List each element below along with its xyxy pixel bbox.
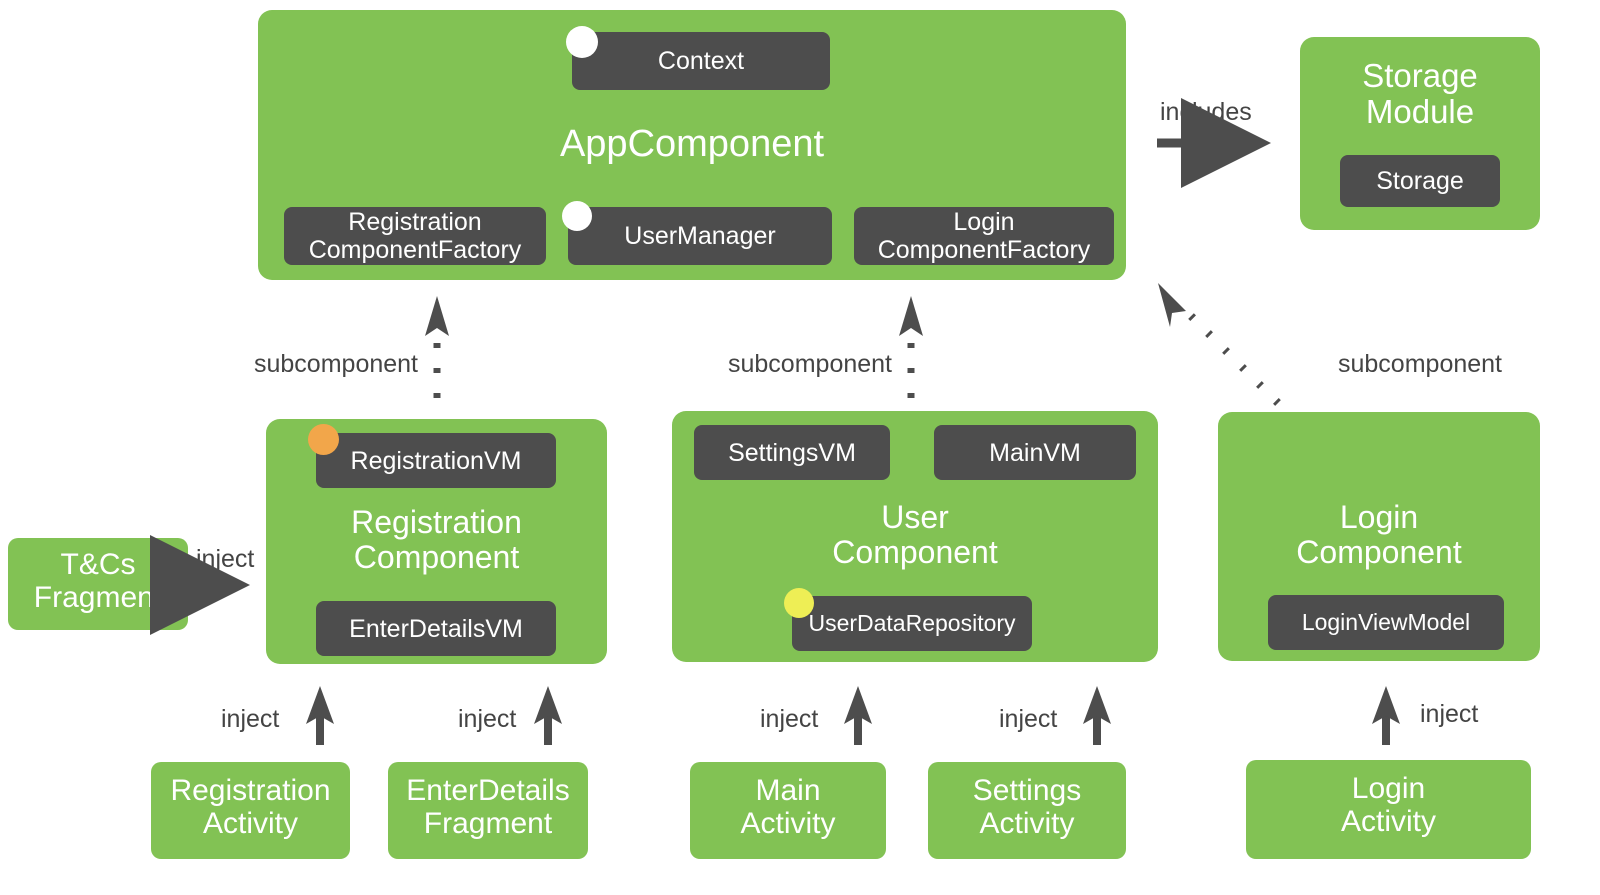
scope-dot-userdatarepository-yellow	[784, 588, 814, 618]
binding-chip-enterdetailsvm[interactable]: EnterDetailsVM	[316, 601, 556, 656]
scope-dot-registrationvm-orange	[308, 424, 339, 455]
connector-subcomponent-registration	[425, 296, 449, 398]
storage-module-title: Storage Module	[1362, 57, 1478, 131]
connector-inject-login-activity	[1372, 686, 1400, 745]
binding-chip-settingsvm[interactable]: SettingsVM	[694, 425, 890, 480]
scope-dot-usermanager-white	[562, 201, 592, 231]
login-component-title: Login Component	[1296, 499, 1462, 571]
tcs-fragment-label: T&Cs Fragment	[33, 548, 163, 614]
login-activity-box[interactable]	[1246, 760, 1531, 859]
binding-chip-registration-component-factory[interactable]: Registration ComponentFactory	[284, 207, 546, 265]
edge-label-subcomponent-registration: subcomponent	[254, 350, 419, 378]
edge-label-inject-enterdetails-fragment: inject	[458, 705, 517, 733]
main-activity-box[interactable]	[690, 762, 886, 859]
login-activity-label: Login Activity	[1340, 772, 1436, 838]
binding-chip-mainvm[interactable]: MainVM	[934, 425, 1136, 480]
edge-label-inject-settings-activity: inject	[999, 705, 1058, 733]
edge-label-subcomponent-user: subcomponent	[728, 350, 893, 378]
app-component-title: AppComponent	[559, 123, 825, 165]
connector-inject-main-activity	[844, 686, 872, 745]
edge-label-inject-login-activity: inject	[1420, 700, 1479, 728]
registration-activity-box[interactable]	[151, 762, 350, 859]
connector-inject-settings-activity	[1083, 686, 1111, 745]
connector-subcomponent-login	[1158, 283, 1281, 406]
main-activity-label: Main Activity	[740, 774, 836, 840]
registration-component-title: Registration Component	[351, 504, 522, 576]
connector-subcomponent-user	[899, 296, 923, 398]
binding-chip-loginviewmodel[interactable]: LoginViewModel	[1268, 595, 1504, 650]
settings-activity-label: Settings Activity	[972, 774, 1082, 840]
settings-activity-box[interactable]	[928, 762, 1126, 859]
edge-label-inject-registration-activity: inject	[221, 705, 280, 733]
enterdetails-fragment-label: EnterDetails Fragment	[406, 774, 570, 840]
binding-chip-login-component-factory[interactable]: Login ComponentFactory	[854, 207, 1114, 265]
connector-inject-registration-activity	[306, 686, 334, 745]
binding-chip-usermanager[interactable]: UserManager	[568, 207, 832, 265]
edge-label-inject-main-activity: inject	[760, 705, 819, 733]
binding-chip-userdatarepository[interactable]: UserDataRepository	[792, 596, 1032, 651]
edge-label-includes: includes	[1160, 98, 1252, 126]
binding-chip-storage[interactable]: Storage	[1340, 155, 1500, 207]
edge-label-subcomponent-login: subcomponent	[1338, 350, 1503, 378]
scope-dot-context-white	[566, 26, 598, 58]
registration-activity-label: Registration Activity	[170, 774, 331, 840]
connector-inject-enterdetails-fragment	[534, 686, 562, 745]
user-component-title: User Component	[832, 499, 998, 571]
enterdetails-fragment-box[interactable]	[388, 762, 588, 859]
binding-chip-context[interactable]: Context	[572, 32, 830, 90]
binding-chip-registrationvm[interactable]: RegistrationVM	[316, 433, 556, 488]
edge-label-inject-tcs: inject	[196, 545, 255, 573]
